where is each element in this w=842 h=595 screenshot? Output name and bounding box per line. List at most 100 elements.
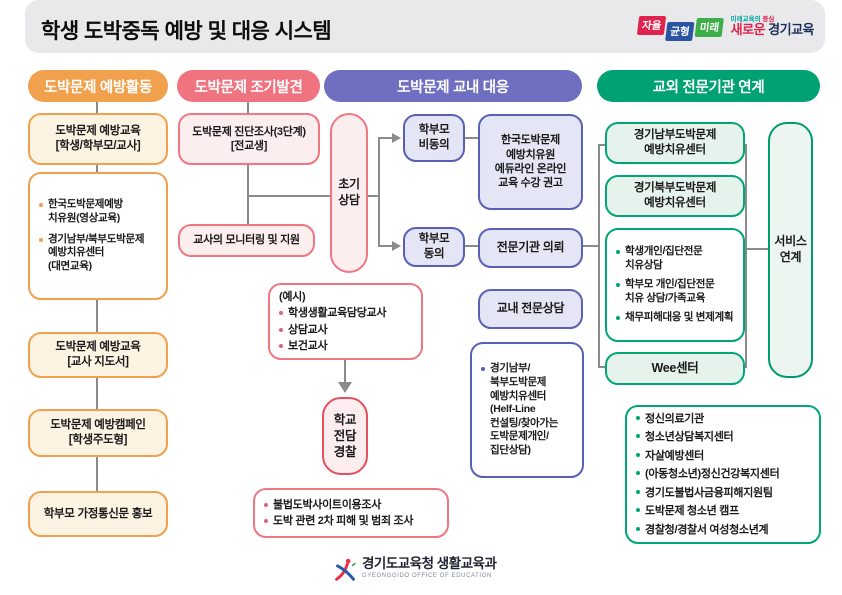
brand-badge-balance: 균형 [665, 22, 695, 41]
parent-consent-box: 학부모 동의 [403, 227, 465, 267]
connector-line [96, 457, 98, 491]
service-linkage-box: 서비스 연계 [768, 122, 813, 378]
brand-badges: 자율 균형 미래 [636, 16, 725, 41]
brand-name-right: 경기교육 [765, 22, 814, 38]
footer-text: 경기도교육청 생활교육과 GYEONGGIDO OFFICE OF EDUCAT… [362, 556, 497, 579]
arrow-right-icon [392, 241, 401, 251]
teacher-guidebook-box: 도박문제 예방교육 [교사 지도서] [28, 332, 168, 378]
connector-line [96, 163, 98, 172]
north-center-box: 경기북부도박문제 예방치유센터 [605, 175, 745, 217]
connector-line [465, 245, 478, 247]
footer-org-name-en: GYEONGGIDO OFFICE OF EDUCATION [362, 572, 492, 579]
connector-line [583, 245, 598, 247]
list-item: 보건교사 [279, 339, 328, 353]
newsletter-promotion-box: 학부모 가정통신문 홍보 [28, 491, 168, 537]
bullet-icon [616, 316, 620, 321]
list-item: 학생생활교육담당교사 [279, 306, 387, 320]
bullet-text: 보건교사 [288, 339, 328, 352]
prevention-education-box: 도박문제 예방교육 [학생/학부모/교사] [28, 113, 168, 165]
bullet-text: 도박 관련 2차 피해 및 범죄 조사 [273, 515, 414, 527]
example-teachers-box: (예시) 학생생활교육담당교사 상담교사 보건교사 [268, 283, 423, 360]
list-item: 한국도박문제예방 치유원(영상교육) [39, 198, 123, 225]
connector-line [344, 360, 346, 383]
bullet-icon [636, 526, 640, 531]
list-item: 채무피해대응 및 변제계획 [616, 311, 734, 325]
connector-line [378, 137, 380, 247]
school-counseling-box: 교내 전문상담 [478, 289, 583, 329]
arrow-right-icon [392, 133, 401, 143]
list-item: 정신의료기관 [636, 411, 704, 428]
bullet-text: 학생개인/집단전문 치유상담 [625, 244, 703, 271]
south-center-box: 경기남부도박문제 예방치유센터 [605, 122, 745, 164]
list-item: 경기남부/ 북부도박문제 예방치유센터 (Helf-Line 컨설팅/찾아가는 … [481, 362, 558, 457]
teacher-monitoring-box: 교사의 모니터링 및 지원 [178, 224, 315, 257]
bullet-icon [636, 452, 640, 457]
bullet-icon [636, 489, 640, 494]
bullet-text: 정신의료기관 [645, 412, 704, 425]
brand-tagline: 미래교육의 중심 [731, 16, 814, 23]
bullet-icon [616, 283, 620, 288]
connector-line [96, 102, 98, 113]
bullet-text: 한국도박문제예방 치유원(영상교육) [48, 198, 123, 225]
bullet-icon [636, 508, 640, 513]
prevention-education-detail-box: 한국도박문제예방 치유원(영상교육) 경기남부/북부도박문제 예방치유센터 (대… [28, 172, 168, 300]
header-prevention: 도박문제 예방활동 [28, 70, 168, 102]
bullet-icon [39, 203, 43, 208]
brand-badge-autonomy: 자율 [636, 16, 667, 35]
list-item: 상담교사 [279, 323, 328, 337]
bullet-icon [616, 249, 620, 254]
police-investigation-box: 불법도박사이트이용조사 도박 관련 2차 피해 및 범죄 조사 [253, 488, 449, 538]
school-counseling-detail-box: 경기남부/ 북부도박문제 예방치유센터 (Helf-Line 컨설팅/찾아가는 … [470, 342, 584, 478]
initial-counseling-box: 초기 상담 [330, 113, 368, 273]
external-agencies-box: 정신의료기관 청소년상담복지센터 자살예방센터 (아동청소년)정신건강복지센터 … [625, 405, 821, 544]
parent-nonconsent-box: 학부모 비동의 [403, 114, 465, 162]
brand-tagline-left: 미래교육의 [730, 16, 761, 23]
header-external-linkage: 교외 전문기관 연계 [597, 70, 820, 102]
connector-line [247, 163, 249, 224]
list-item: 학부모 개인/집단전문 치유 상담/가족교육 [616, 278, 715, 305]
page-title: 학생 도박중독 예방 및 대응 시스템 [41, 20, 332, 43]
bullet-icon [636, 471, 640, 476]
connector-line [747, 248, 768, 250]
arrow-down-icon [338, 382, 352, 393]
brand-tagline-right: 중심 [760, 16, 775, 23]
list-item: 경기도불법사금융피해지원팀 [636, 485, 773, 502]
bullet-icon [636, 415, 640, 420]
connector-line [247, 102, 249, 113]
bullet-text: 경기남부/ 북부도박문제 예방치유센터 (Helf-Line 컨설팅/찾아가는 … [490, 362, 559, 457]
connector-line [247, 195, 330, 197]
connector-line [96, 300, 98, 332]
brand-name: 새로운 경기교육 [730, 22, 815, 38]
bullet-text: 상담교사 [288, 323, 328, 336]
bullet-text: 학생생활교육담당교사 [288, 307, 387, 320]
wee-center-box: Wee센터 [605, 352, 745, 385]
diagnostic-survey-box: 도박문제 진단조사(3단계) [전교생] [178, 113, 320, 165]
bullet-text: 학부모 개인/집단전문 치유 상담/가족교육 [625, 278, 715, 304]
list-item: 경기남부/북부도박문제 예방치유센터 (대면교육) [39, 232, 145, 274]
bullet-text: 청소년상담복지센터 [645, 431, 734, 444]
bullet-text: 불법도박사이트이용조사 [273, 498, 382, 511]
bullet-icon [636, 434, 640, 439]
gyeonggi-education-logo: 자율 균형 미래 미래교육의 중심 새로운 경기교육 [636, 16, 815, 41]
bullet-icon [264, 519, 268, 523]
brand-text: 미래교육의 중심 새로운 경기교육 [730, 16, 815, 38]
list-item: 경찰청/경찰서 여성청소년계 [636, 522, 769, 539]
brand-name-left: 새로운 [730, 22, 766, 38]
bullet-text: 경기남부/북부도박문제 예방치유센터 (대면교육) [48, 232, 145, 272]
connector-line [465, 137, 478, 139]
bullet-text: 경기도불법사금융피해지원팀 [645, 486, 773, 499]
connector-line [368, 195, 380, 197]
bullet-icon [264, 502, 268, 507]
bullet-icon [279, 343, 283, 348]
bullet-text: 도박문제 청소년 캠프 [645, 505, 739, 518]
footer: 경기도교육청 생활교육과 GYEONGGIDO OFFICE OF EDUCAT… [334, 556, 497, 582]
list-item: 자살예방센터 [636, 448, 704, 465]
bullet-text: 경찰청/경찰서 여성청소년계 [645, 523, 769, 536]
brand-badge-future: 미래 [694, 18, 725, 37]
connector-line [378, 245, 393, 247]
list-item: 학생개인/집단전문 치유상담 [616, 245, 703, 272]
bullet-icon [481, 367, 485, 372]
list-item: 청소년상담복지센터 [636, 429, 734, 446]
bullet-icon [279, 327, 283, 332]
office-of-education-logo-icon [335, 558, 357, 581]
